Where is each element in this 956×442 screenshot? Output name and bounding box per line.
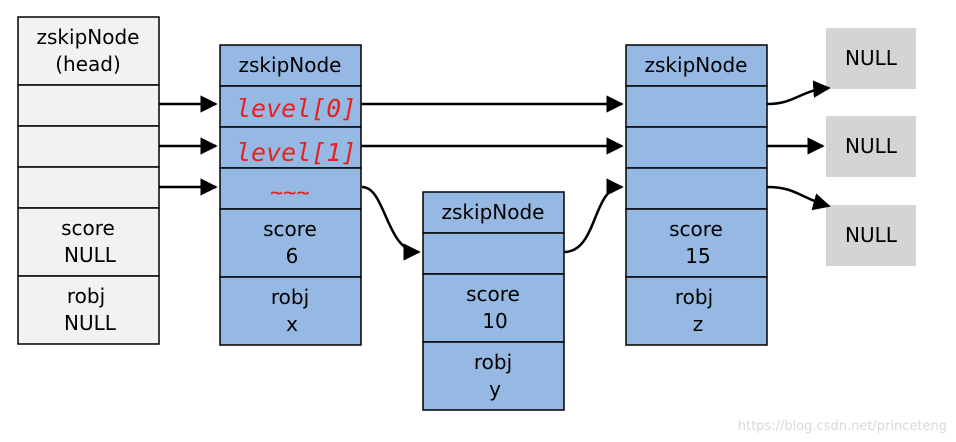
head-header-cell	[17, 16, 160, 86]
pointer-arrows	[159, 80, 831, 261]
node-y-score-value: 10	[482, 309, 507, 333]
node-x-header-cell	[219, 44, 362, 87]
node-y-obj-label: robj	[474, 350, 512, 374]
null-box-1-label: NULL	[845, 134, 898, 158]
arrow-y-level0-to-z	[563, 178, 624, 254]
null-box-0-rect	[826, 28, 916, 89]
node-x-obj-label: robj	[271, 285, 309, 309]
annotation-level1: level[1]	[236, 138, 356, 167]
handwritten-annotations: level[0] level[1] ~~~	[236, 94, 356, 206]
arrow-z-level2-to-null	[766, 185, 831, 211]
head-node: zskipNode (head) score NULL robj NULL	[17, 16, 160, 345]
watermark: https://blog.csdn.net/princeteng	[738, 419, 947, 434]
annotation-level0: level[0]	[236, 94, 356, 123]
null-box-1: NULL	[826, 116, 916, 177]
head-title: zskipNode	[37, 25, 140, 49]
node-z-level-2-cell	[625, 167, 768, 210]
node-z-obj-label: robj	[675, 285, 713, 309]
node-z-level-0-cell	[625, 85, 768, 128]
null-box-0: NULL	[826, 28, 916, 89]
node-z-level-1-cell	[625, 126, 768, 169]
null-box-2-label: NULL	[845, 223, 898, 247]
head-level-2-cell	[17, 166, 160, 209]
node-y-obj-value: y	[489, 377, 501, 401]
node-y-level-0-cell	[422, 232, 565, 275]
null-box-2: NULL	[826, 205, 916, 266]
node-x-obj-value: x	[286, 312, 298, 336]
node-z-obj-cell	[625, 276, 768, 346]
node-z-obj-value: z	[693, 312, 704, 336]
node-x-level-2-cell	[219, 167, 362, 210]
node-z-score-label: score	[669, 217, 723, 241]
head-score-label: score	[61, 216, 115, 240]
head-subtitle: (head)	[55, 52, 121, 76]
node-x-obj-cell	[219, 276, 362, 346]
node-x-title: zskipNode	[239, 53, 342, 77]
arrow-x-level2-to-y	[361, 185, 421, 261]
null-box-1-rect	[826, 116, 916, 177]
node-x-score-label: score	[263, 217, 317, 241]
node-y-score-label: score	[466, 282, 520, 306]
annotation-level2: ~~~	[270, 181, 310, 206]
node-x-score-value: 6	[286, 244, 299, 268]
node-z-score-value: 15	[685, 244, 710, 268]
arrow-z-level0-to-null	[766, 80, 831, 106]
node-y-header-cell	[422, 191, 565, 234]
node-y-obj-cell	[422, 341, 565, 411]
null-box-2-rect	[826, 205, 916, 266]
node-y-title: zskipNode	[442, 200, 545, 224]
head-obj-cell	[17, 275, 160, 345]
node-z-header-cell	[625, 44, 768, 87]
null-box-0-label: NULL	[845, 46, 898, 70]
node-z-score-cell	[625, 208, 768, 278]
head-obj-label: robj	[67, 284, 105, 308]
head-level-0-cell	[17, 84, 160, 127]
node-x: zskipNode score 6 robj x	[219, 44, 362, 346]
node-z-title: zskipNode	[645, 53, 748, 77]
node-y: zskipNode score 10 robj y	[422, 191, 565, 411]
head-score-cell	[17, 207, 160, 277]
node-y-score-cell	[422, 273, 565, 343]
node-z: zskipNode score 15 robj z	[625, 44, 768, 346]
head-level-1-cell	[17, 125, 160, 168]
head-score-value: NULL	[64, 243, 117, 267]
node-x-score-cell	[219, 208, 362, 278]
head-obj-value: NULL	[64, 311, 117, 335]
